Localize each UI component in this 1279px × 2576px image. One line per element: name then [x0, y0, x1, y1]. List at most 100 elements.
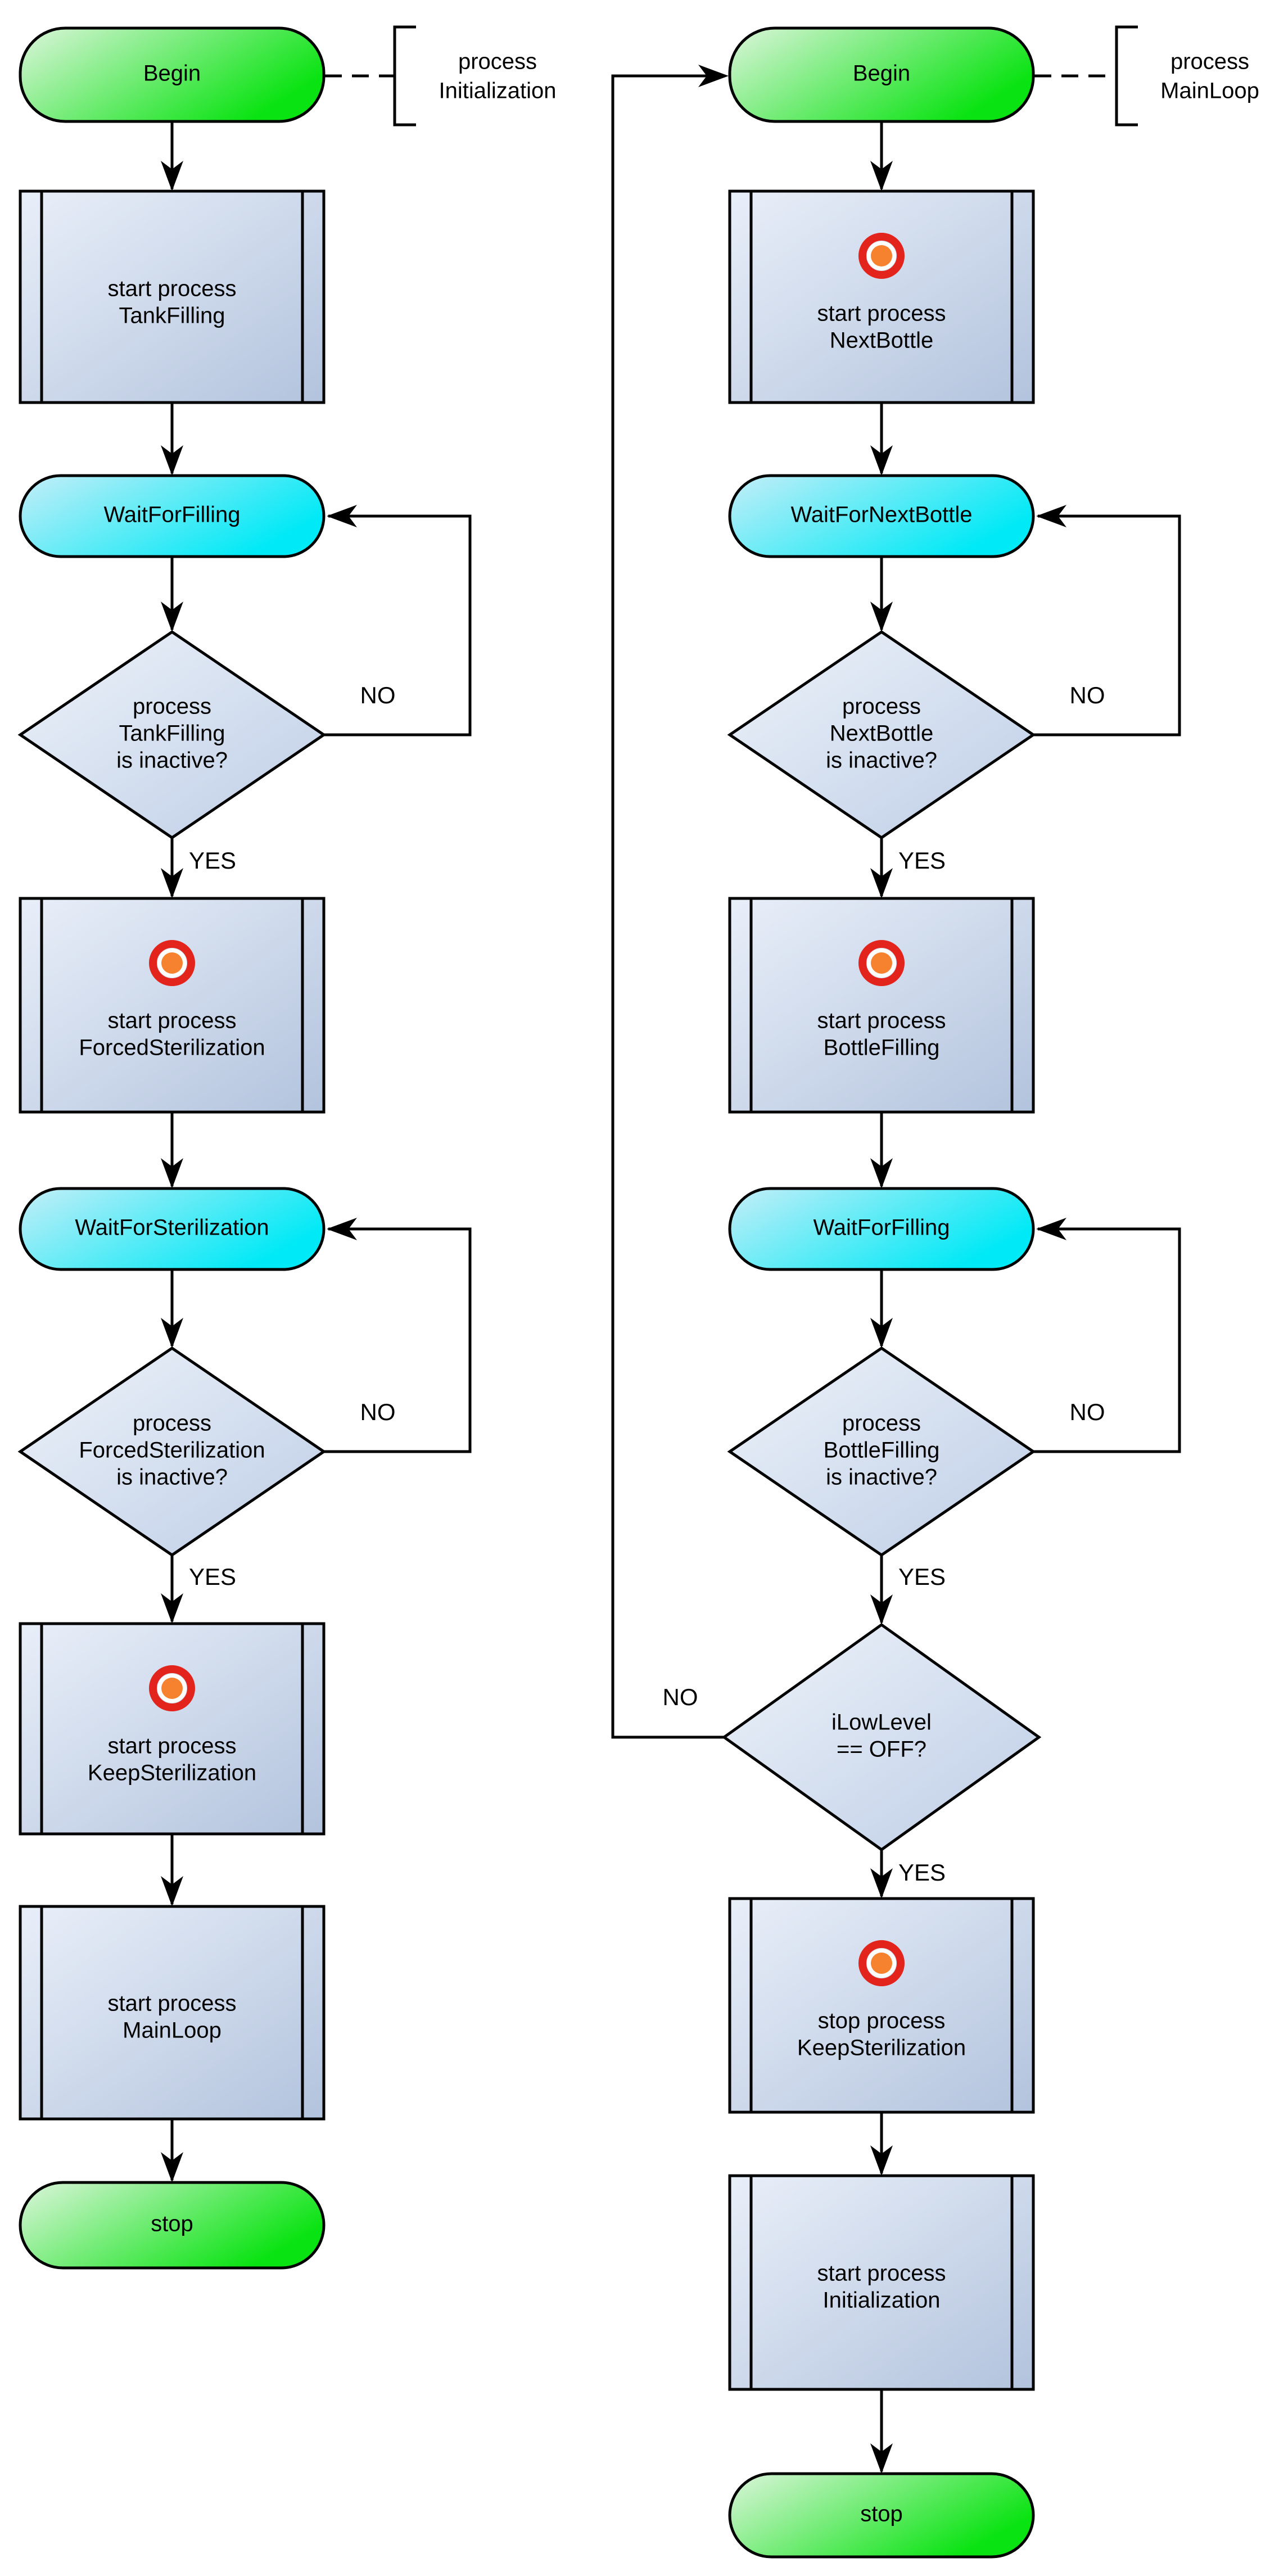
flow-mainloop: process MainLoop Begin start process Nex… — [611, 25, 1259, 2559]
target-icon-core — [871, 952, 892, 974]
decision-label: TankFilling — [119, 721, 225, 746]
target-icon-core — [871, 245, 892, 266]
subprocess-label: ForcedSterilization — [79, 1036, 265, 1060]
target-icon-ring — [858, 1940, 905, 1986]
decision-label: is inactive? — [826, 748, 937, 773]
arrowhead-down-icon — [161, 1158, 183, 1188]
arrowhead-down-icon — [870, 1158, 893, 1188]
subprocess-label: BottleFilling — [824, 1036, 940, 1060]
target-icon — [858, 233, 905, 279]
arrowhead-left-icon — [327, 505, 357, 527]
subprocess-label: TankFilling — [119, 304, 225, 328]
subprocess-start-initialization — [728, 2174, 1035, 2391]
subprocess-label: MainLoop — [123, 2018, 222, 2043]
wait-state-label: WaitForFilling — [104, 503, 241, 527]
decision-label: process — [842, 694, 921, 719]
annotation-bracket — [393, 25, 416, 126]
target-icon — [149, 1665, 195, 1711]
target-icon — [858, 1940, 905, 1986]
no-edge-label: NO — [1070, 682, 1105, 708]
arrowhead-down-icon — [161, 1318, 183, 1348]
target-icon-core — [161, 952, 183, 974]
arrowhead-down-icon — [870, 1318, 893, 1348]
decision-nextbottle-inactive — [727, 630, 1036, 840]
wait-state-waitforfilling — [728, 1187, 1035, 1271]
yes-edge-label: YES — [898, 1859, 946, 1886]
begin-label: Begin — [853, 61, 910, 86]
target-icon-ring — [149, 940, 195, 986]
wait-state-waitforsterilization — [19, 1187, 326, 1271]
no-loop-connector — [1033, 514, 1181, 736]
arrowhead-left-icon — [1036, 1218, 1066, 1240]
begin-terminator — [19, 26, 326, 123]
decision-label: is inactive? — [116, 748, 228, 773]
subprocess-label: stop process — [818, 2009, 946, 2033]
decision-ilowlevel-off — [721, 1623, 1042, 1852]
decision-label: process — [133, 1411, 211, 1436]
wait-state-label: WaitForSterilization — [75, 1215, 269, 1240]
stop-terminator — [19, 2181, 326, 2270]
wait-state-waitfornextbottle — [728, 474, 1035, 558]
subprocess-label: start process — [108, 277, 237, 301]
no-edge-label: NO — [663, 1684, 698, 1710]
decision-label: iLowLevel — [831, 1710, 932, 1735]
subprocess-label: start process — [817, 301, 946, 326]
annotation-bracket — [1115, 25, 1138, 126]
subprocess-label: start process — [817, 1009, 946, 1033]
arrowhead-down-icon — [870, 445, 893, 476]
target-icon-core — [871, 1953, 892, 1974]
begin-label: Begin — [143, 61, 201, 86]
no-loop-connector — [1033, 1227, 1181, 1453]
subprocess-start-mainloop — [19, 1905, 326, 2121]
begin-terminator — [728, 26, 1035, 123]
decision-label: is inactive? — [826, 1465, 937, 1490]
no-loop-to-begin-connector — [611, 74, 725, 1739]
yes-edge-label: YES — [189, 1563, 236, 1590]
annotation-label: process — [458, 49, 537, 74]
decision-label: NextBottle — [830, 721, 934, 746]
stop-label: stop — [151, 2212, 193, 2236]
target-icon — [149, 940, 195, 986]
arrowhead-down-icon — [161, 161, 183, 191]
decision-label: == OFF? — [837, 1737, 927, 1762]
subprocess-start-tankfilling — [19, 189, 326, 404]
arrowhead-right-icon — [698, 65, 729, 87]
annotation-label: process — [1170, 49, 1249, 74]
subprocess-label: KeepSterilization — [797, 2036, 966, 2060]
decision-label: process — [842, 1411, 921, 1436]
decision-label: process — [133, 694, 211, 719]
target-icon — [858, 940, 905, 986]
decision-forcedsterilization-inactive — [17, 1346, 327, 1557]
subprocess-label: start process — [108, 1991, 237, 2016]
decision-label: is inactive? — [116, 1465, 228, 1490]
arrowhead-down-icon — [870, 602, 893, 632]
target-icon-ring — [858, 233, 905, 279]
subprocess-stop-keepsterilization — [728, 1897, 1035, 2114]
decision-bottlefilling-inactive — [727, 1346, 1036, 1557]
arrowhead-down-icon — [870, 2145, 893, 2176]
subprocess-label: KeepSterilization — [88, 1761, 256, 1786]
subprocess-start-forcedsterilization — [19, 897, 326, 1114]
arrowhead-down-icon — [161, 1593, 183, 1624]
decision-label: ForcedSterilization — [79, 1438, 265, 1463]
arrowhead-left-icon — [327, 1218, 357, 1240]
subprocess-label: start process — [817, 2261, 946, 2286]
target-icon-ring — [858, 940, 905, 986]
wait-state-label: WaitForNextBottle — [790, 503, 972, 527]
arrowhead-down-icon — [870, 1594, 893, 1625]
arrowhead-down-icon — [870, 2443, 893, 2474]
subprocess-label: Initialization — [822, 2288, 940, 2313]
arrowhead-down-icon — [161, 602, 183, 632]
wait-state-label: WaitForFilling — [814, 1215, 950, 1240]
subprocess-start-keepsterilization — [19, 1622, 326, 1836]
flow-initialization: process Initialization Begin start proce… — [17, 25, 557, 2270]
target-icon-core — [161, 1678, 183, 1699]
stop-label: stop — [860, 2502, 903, 2527]
no-edge-label: NO — [360, 682, 396, 708]
no-edge-label: NO — [1070, 1399, 1105, 1425]
arrowhead-down-icon — [870, 161, 893, 191]
arrowhead-down-icon — [161, 2152, 183, 2182]
decision-label: BottleFilling — [824, 1438, 940, 1463]
